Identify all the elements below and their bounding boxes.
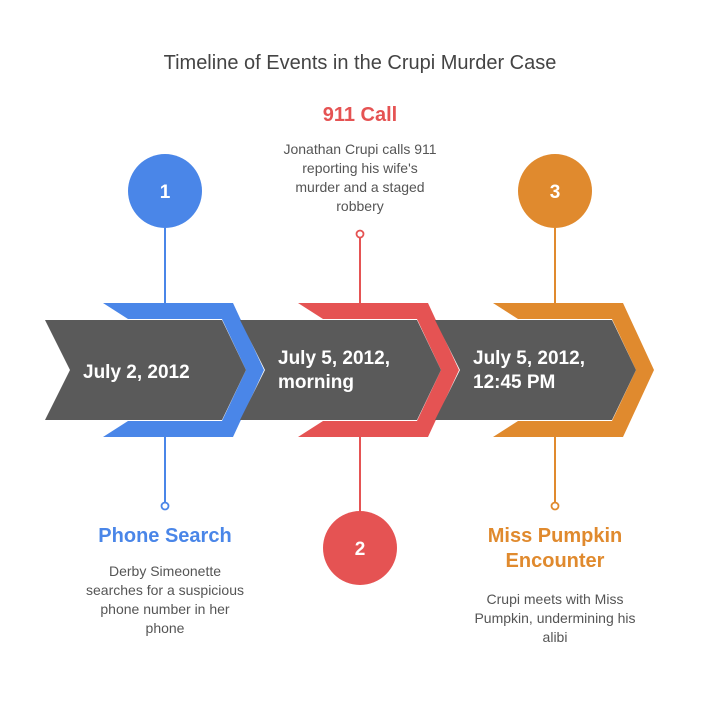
event-1-date-line-1: July 2, 2012 <box>83 362 190 383</box>
event-2-description: Jonathan Crupi calls 911 reporting his w… <box>283 141 437 214</box>
event-1-end-dot <box>160 501 170 511</box>
event-2-date-line-2: morning <box>278 372 354 393</box>
event-1-description: Derby Simeonette searches for a suspicio… <box>86 563 244 636</box>
event-3-date-line-2: 12:45 PM <box>473 372 555 393</box>
event-1-number: 1 <box>160 182 171 203</box>
event-2-end-dot <box>355 229 365 239</box>
event-1-date-label: July 2, 2012 <box>83 362 190 383</box>
event-3-date-arrow <box>435 320 636 420</box>
event-2-title: 911 Call <box>322 104 398 126</box>
event-3-date-line-1: July 5, 2012, <box>473 348 585 369</box>
event-3-number: 3 <box>550 182 561 203</box>
event-1-date-arrow <box>45 320 246 420</box>
event-2-date-arrow <box>240 320 441 420</box>
event-3-title: Miss Pumpkin Encounter <box>487 525 623 572</box>
event-2-date-line-1: July 5, 2012, <box>278 348 390 369</box>
event-3-number-circle <box>518 154 592 228</box>
event-3-date-label: July 5, 2012, 12:45 PM <box>473 348 590 393</box>
event-2-date-label: July 5, 2012, morning <box>278 348 395 393</box>
event-2-number-circle <box>323 511 397 585</box>
event-1-number-circle <box>128 154 202 228</box>
event-3-end-dot <box>550 501 560 511</box>
event-2-number: 2 <box>355 539 366 560</box>
event-1-title: Phone Search <box>98 525 232 547</box>
diagram-title: Timeline of Events in the Crupi Murder C… <box>163 52 557 74</box>
event-3-description: Crupi meets with Miss Pumpkin, undermini… <box>474 591 636 645</box>
